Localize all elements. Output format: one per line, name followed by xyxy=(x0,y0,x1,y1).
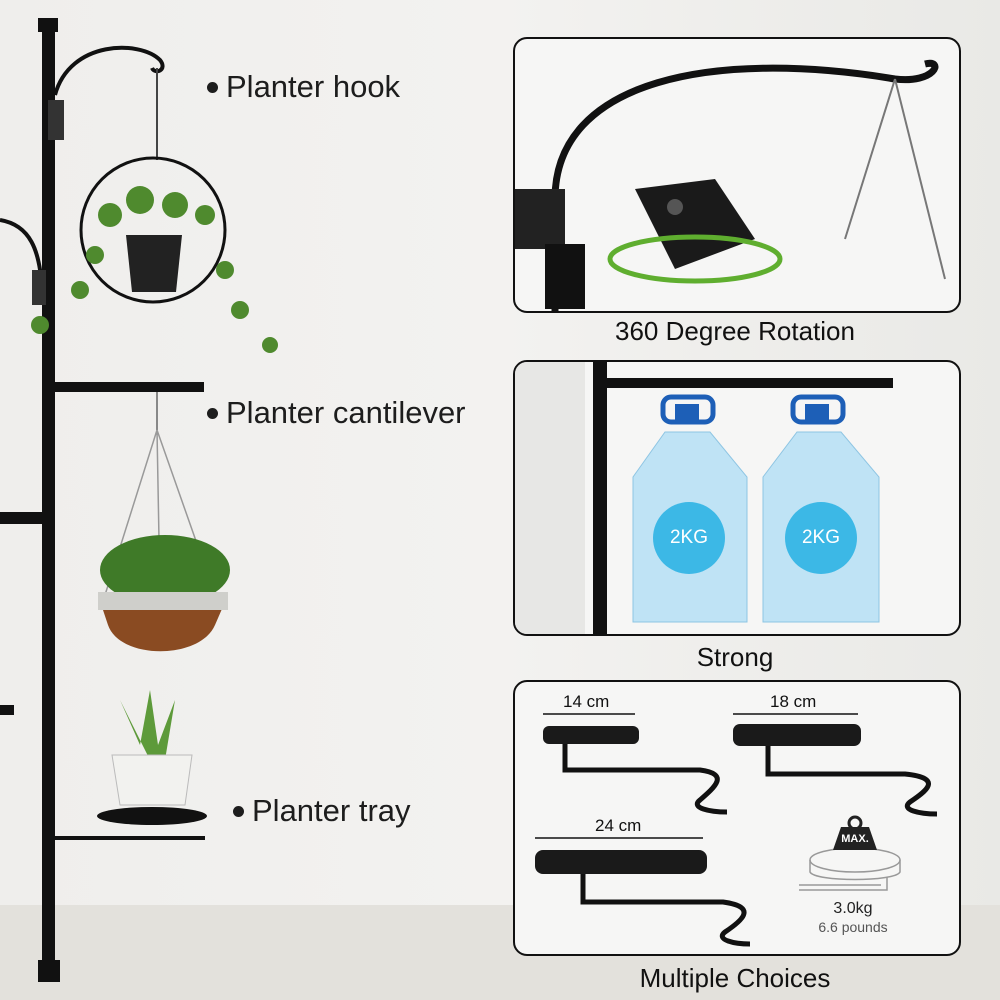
size-label-24cm: 24 cm xyxy=(595,816,642,835)
swivel-bracket xyxy=(635,179,755,269)
max-weight-pounds: 6.6 pounds xyxy=(818,919,888,935)
bottle-weight-label: 2KG xyxy=(801,527,841,548)
bullet-icon xyxy=(207,407,218,419)
label-planter-cantilever: Planter cantilever xyxy=(207,395,466,431)
planter-hook xyxy=(53,45,165,96)
rotation-arrow-icon xyxy=(607,234,783,284)
bottle-weight-label: 2KG xyxy=(669,527,709,548)
water-bottle-2 xyxy=(762,394,880,623)
tray-24cm xyxy=(535,850,751,947)
tray-18cm xyxy=(733,724,938,817)
size-label-18cm: 18 cm xyxy=(770,692,817,711)
max-label: MAX. xyxy=(841,833,869,845)
planter-tray xyxy=(97,807,207,825)
tray-14cm xyxy=(543,726,728,815)
max-weight-kg: 3.0kg xyxy=(833,900,873,917)
stand-pole xyxy=(42,18,55,980)
plant-stand-illustration xyxy=(0,18,278,982)
hook-closeup xyxy=(551,59,939,311)
ring-planter xyxy=(79,156,227,304)
panel-strong: 2KG 2KG xyxy=(513,360,961,636)
white-pot xyxy=(111,754,193,806)
caption-strong: Strong xyxy=(696,642,774,672)
caption-rotation: 360 Degree Rotation xyxy=(615,316,855,346)
caption-choices: Multiple Choices xyxy=(639,963,831,993)
black-pot xyxy=(126,235,182,292)
label-planter-hook: Planter hook xyxy=(207,69,400,105)
max-weight-icon xyxy=(799,847,901,891)
panel-rotation xyxy=(513,37,961,313)
planter-cantilever xyxy=(42,382,204,392)
size-label-14cm: 14 cm xyxy=(563,692,610,711)
label-text: Planter tray xyxy=(252,793,411,828)
bullet-icon xyxy=(233,805,244,817)
label-planter-tray: Planter tray xyxy=(233,793,411,829)
label-text: Planter cantilever xyxy=(226,395,466,430)
label-text: Planter hook xyxy=(226,69,401,104)
panel-choices: 14 cm 18 cm 24 cm MAX. 3.0kg 6.6 pounds xyxy=(513,680,961,956)
bullet-icon xyxy=(207,81,218,93)
water-bottle-1 xyxy=(632,394,748,623)
